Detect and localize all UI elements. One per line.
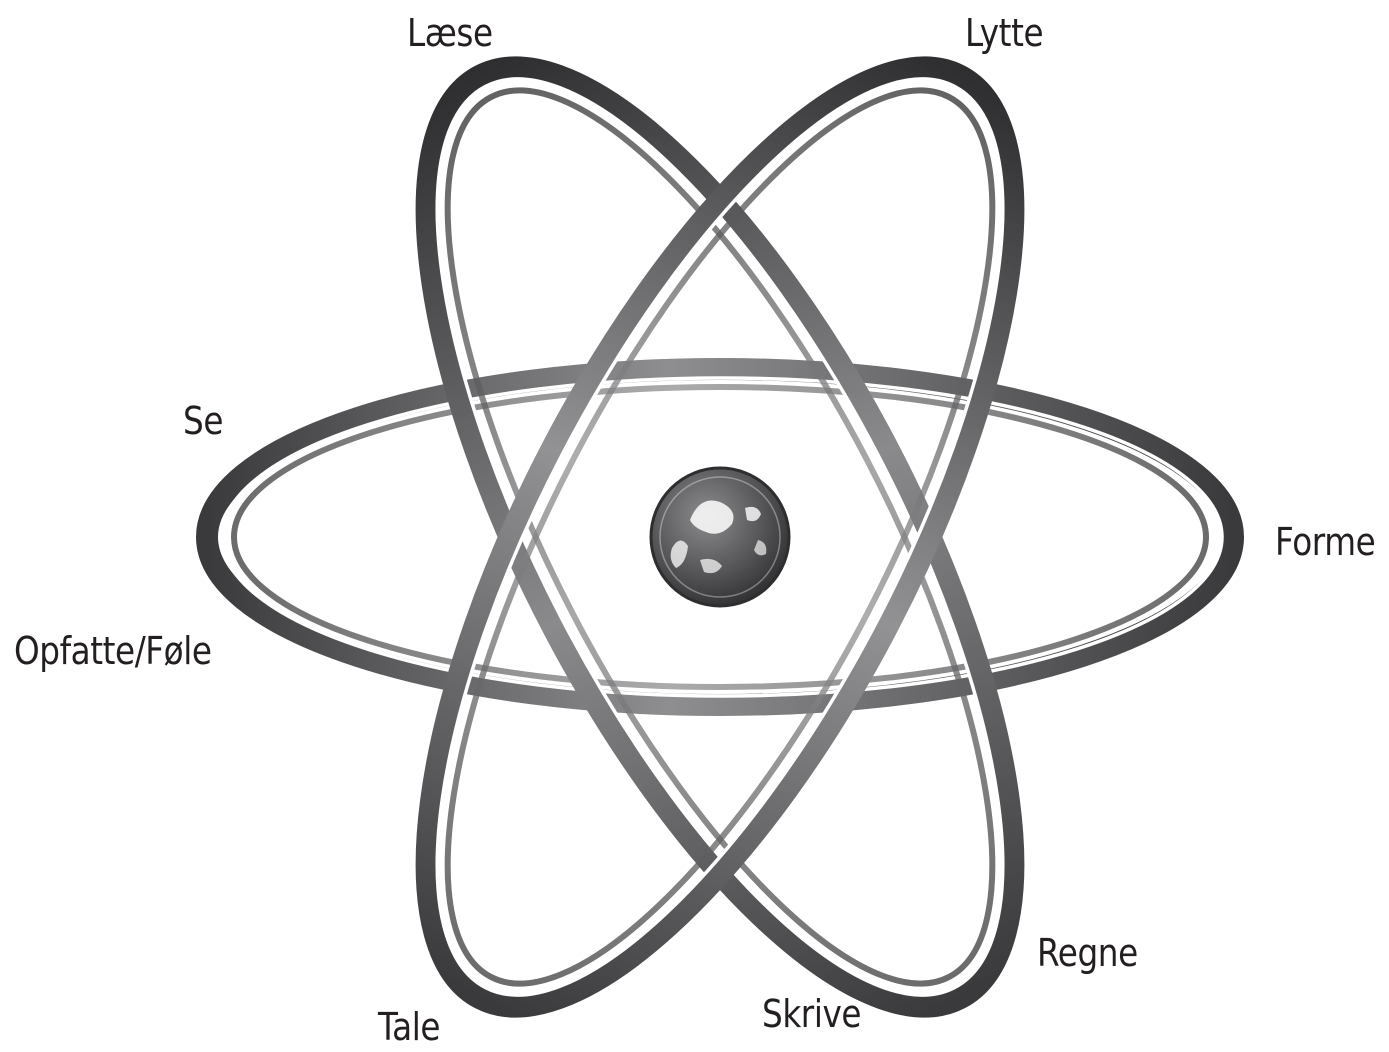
nucleus: [651, 468, 789, 606]
label-tale: Tale: [378, 1008, 440, 1046]
label-skrive: Skrive: [762, 995, 861, 1033]
label-se: Se: [183, 402, 223, 440]
label-opfatte-foele: Opfatte/Føle: [14, 632, 212, 670]
label-regne: Regne: [1037, 934, 1138, 972]
label-laese: Læse: [407, 14, 493, 52]
label-lytte: Lytte: [965, 14, 1043, 52]
label-forme: Forme: [1275, 523, 1375, 561]
